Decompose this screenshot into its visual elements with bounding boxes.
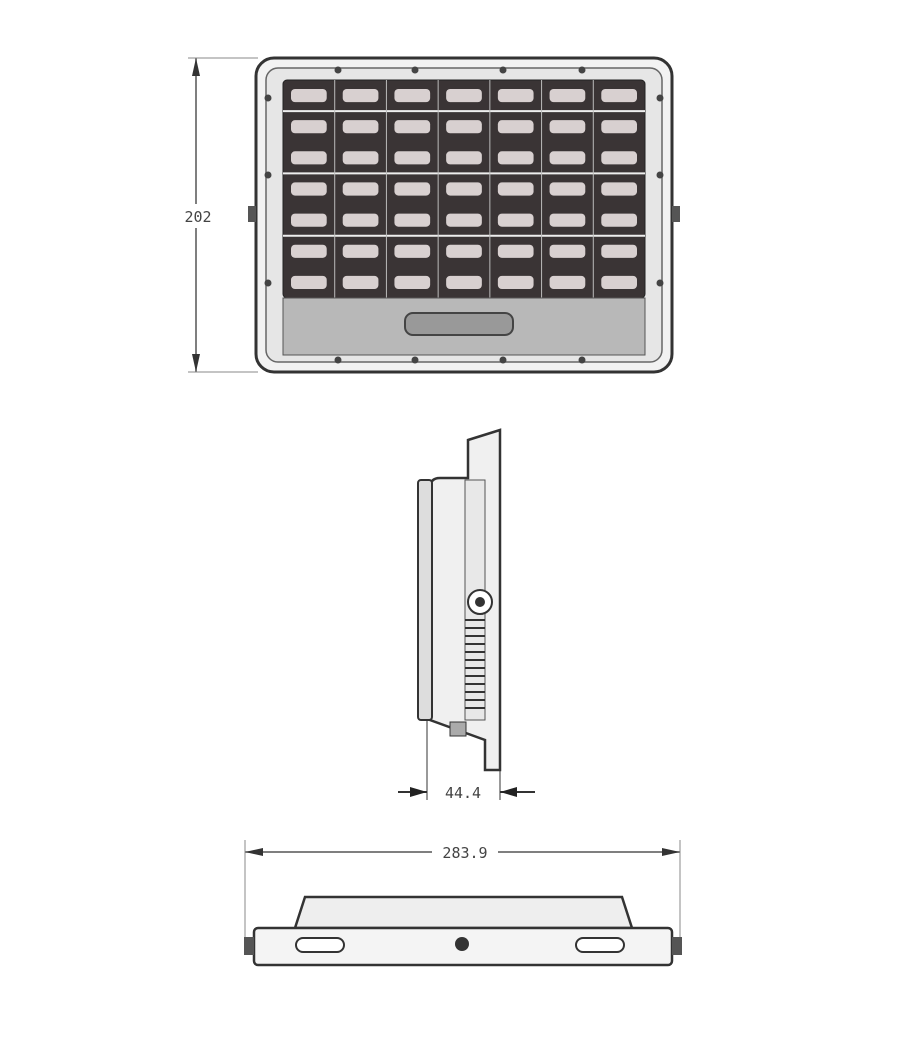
led-chip: [549, 244, 586, 258]
led-chip: [291, 182, 327, 196]
led-chip: [549, 120, 586, 134]
led-chip: [446, 182, 482, 196]
screws: [264, 66, 664, 364]
arrow-left-icon: [500, 787, 517, 797]
led-chip: [291, 89, 327, 103]
screw: [334, 66, 342, 74]
width-label: 283.9: [442, 844, 487, 862]
led-chip: [394, 213, 431, 227]
side-view: 44.4: [398, 428, 535, 802]
led-chip: [446, 244, 482, 258]
screw: [411, 66, 419, 74]
led-chip: [497, 120, 534, 134]
led-chip: [601, 151, 637, 165]
right-bracket-end: [672, 937, 682, 955]
led-chip: [394, 89, 431, 103]
led-chip: [497, 244, 534, 258]
screw: [499, 66, 507, 74]
led-chip: [446, 89, 482, 103]
arrow-left-icon: [245, 848, 263, 856]
led-chip: [446, 275, 482, 289]
led-chip: [497, 275, 534, 289]
led-chip: [291, 151, 327, 165]
led-chip: [497, 89, 534, 103]
screw: [264, 279, 272, 287]
led-chip: [291, 213, 327, 227]
bottom-view: 283.9: [244, 840, 682, 967]
led-chip: [549, 275, 586, 289]
pressure-valve: [455, 937, 469, 951]
width-label-bg: [432, 842, 498, 862]
led-chip: [342, 151, 379, 165]
bracket-screw: [475, 597, 485, 607]
depth-label: 44.4: [445, 784, 481, 802]
led-chip: [446, 120, 482, 134]
screw: [656, 171, 664, 179]
right-bracket: [672, 206, 680, 222]
led-chip: [497, 182, 534, 196]
led-chip: [394, 275, 431, 289]
screw: [656, 94, 664, 102]
led-chip: [291, 120, 327, 134]
led-chip: [342, 89, 379, 103]
arrow-down-icon: [192, 354, 200, 372]
led-chip: [601, 120, 637, 134]
led-chip: [342, 213, 379, 227]
cable-gland: [449, 721, 467, 737]
heatsink-fins: [465, 619, 485, 709]
led-grid: [283, 80, 645, 298]
left-bracket-end: [244, 937, 254, 955]
led-chip: [549, 213, 586, 227]
led-chip: [394, 244, 431, 258]
led-chip: [394, 120, 431, 134]
led-chip: [497, 213, 534, 227]
screw: [578, 356, 586, 364]
led-chip: [342, 182, 379, 196]
led-chip: [549, 151, 586, 165]
screw: [264, 171, 272, 179]
led-chip: [342, 120, 379, 134]
vent-left: [295, 937, 345, 953]
front-view: 202: [178, 56, 680, 374]
arrow-right-icon: [410, 787, 427, 797]
height-label-bg: [178, 204, 218, 228]
screw: [264, 94, 272, 102]
led-chip: [601, 213, 637, 227]
led-chip: [342, 275, 379, 289]
led-chip: [342, 244, 379, 258]
led-chip: [601, 182, 637, 196]
side-lens: [417, 479, 433, 721]
led-chip: [549, 89, 586, 103]
led-chip: [601, 89, 637, 103]
height-label: 202: [184, 208, 211, 226]
led-chip: [601, 275, 637, 289]
led-chip: [549, 182, 586, 196]
screw: [411, 356, 419, 364]
led-chip: [291, 244, 327, 258]
arrow-up-icon: [192, 58, 200, 76]
screw: [499, 356, 507, 364]
vent-right: [575, 937, 625, 953]
screw: [334, 356, 342, 364]
left-bracket: [248, 206, 256, 222]
led-chip: [291, 275, 327, 289]
led-chip: [394, 182, 431, 196]
screw: [578, 66, 586, 74]
led-chip: [497, 151, 534, 165]
led-chip: [394, 151, 431, 165]
screw: [656, 279, 664, 287]
logo-mark: [404, 312, 514, 336]
arrow-right-icon: [662, 848, 680, 856]
heatsink-profile: [293, 895, 634, 930]
led-chip: [446, 213, 482, 227]
led-chip: [446, 151, 482, 165]
led-chip: [601, 244, 637, 258]
